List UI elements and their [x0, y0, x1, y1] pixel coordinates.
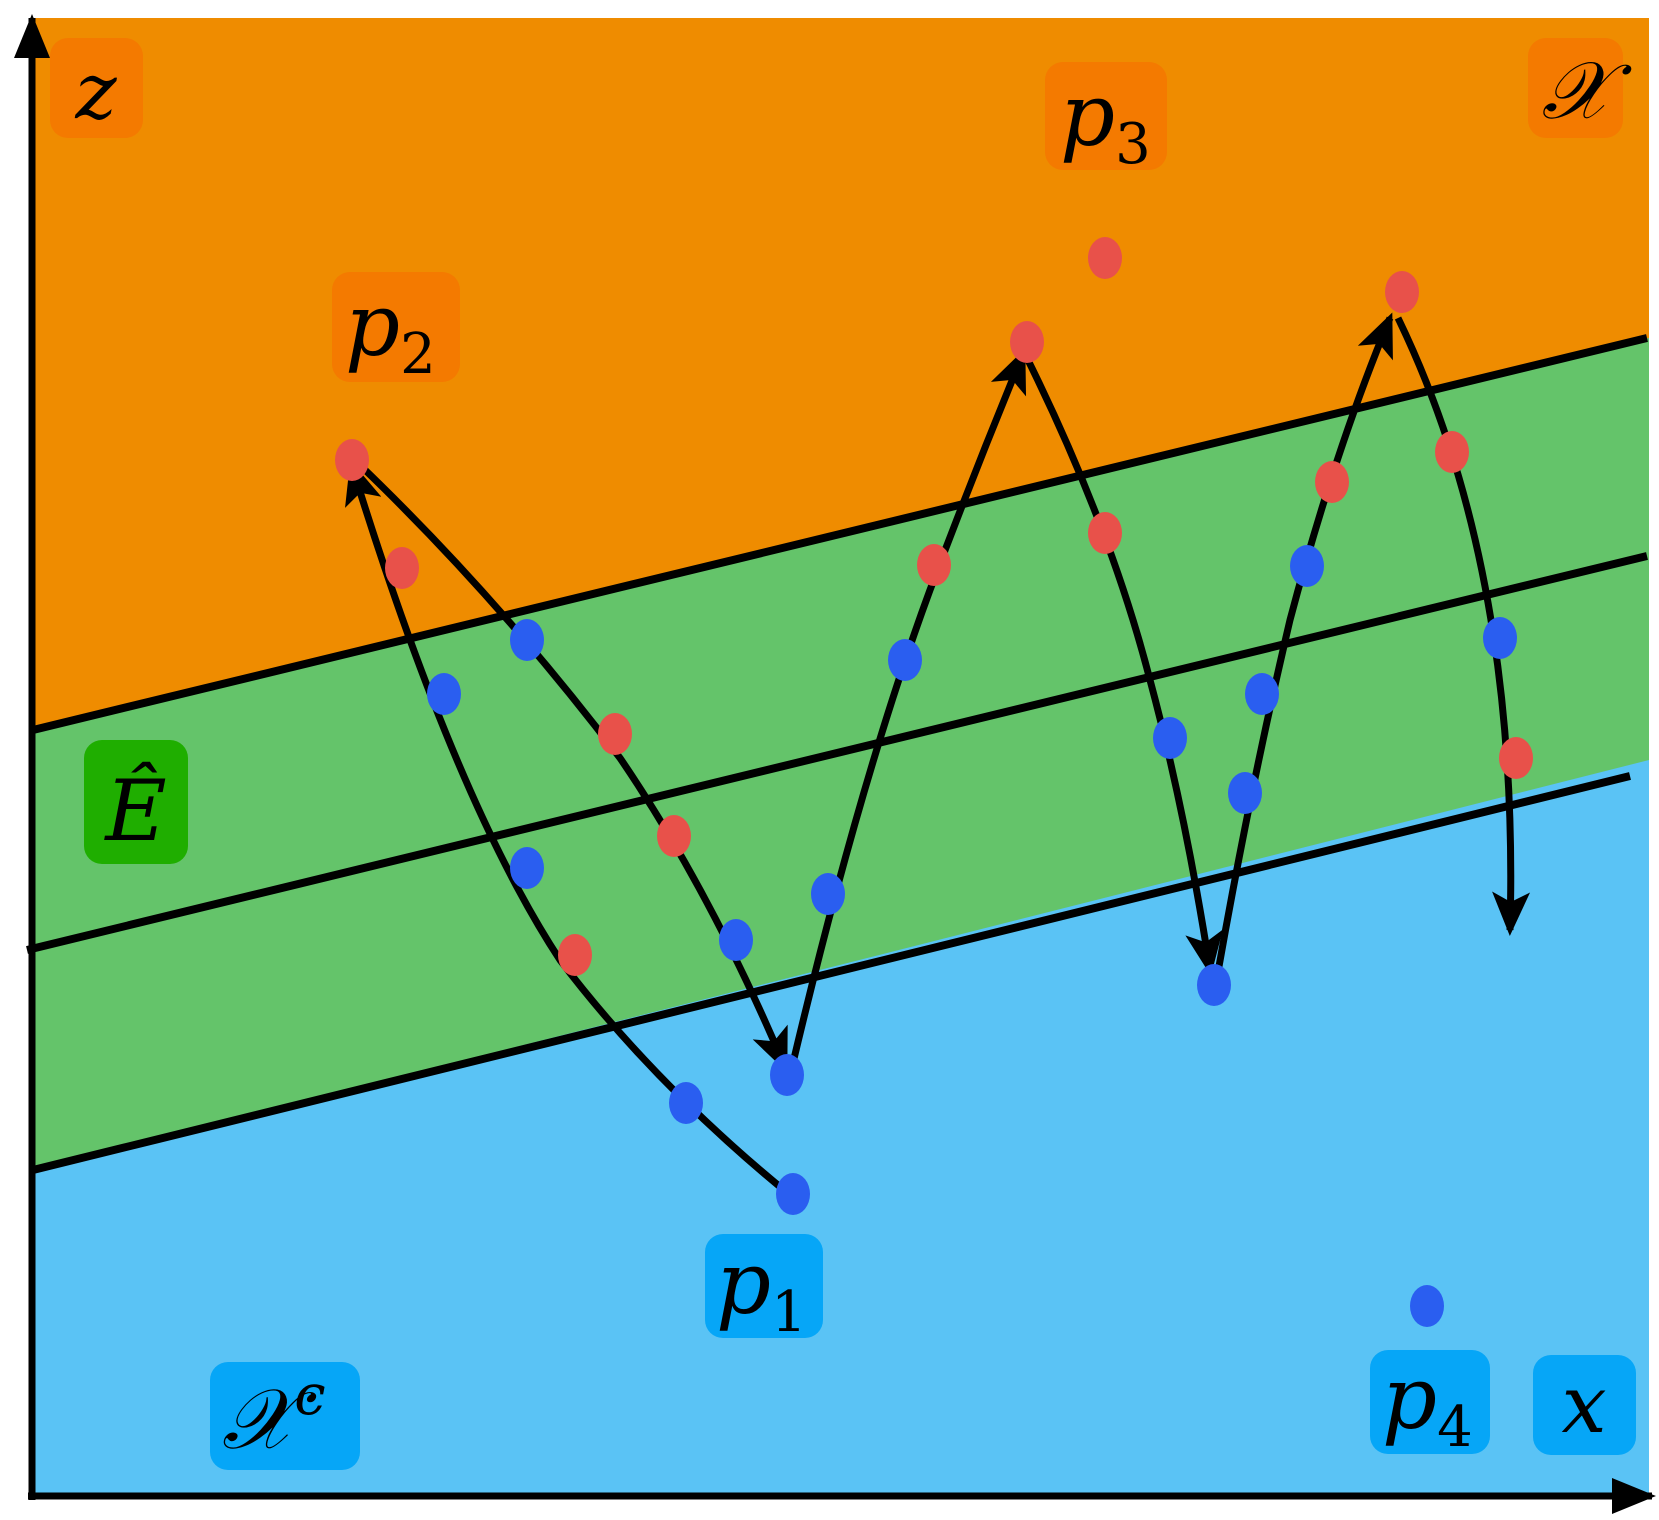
band-lines [26, 334, 1648, 1174]
red-point [1435, 431, 1469, 473]
blue-point [510, 847, 544, 889]
blue-point [888, 639, 922, 681]
blue-point [1245, 673, 1279, 715]
trajectory-up-to-peak-2 [1214, 312, 1394, 973]
band-upper-line [32, 334, 1648, 734]
blue-point [669, 1082, 703, 1124]
red-point-p3 [1088, 237, 1122, 279]
red-point [1499, 737, 1533, 779]
red-point [1010, 321, 1044, 363]
region-xc-tag: 𝒳c [210, 1362, 360, 1470]
orange-region-x [30, 18, 1649, 730]
trajectory-final-descent [1394, 316, 1531, 936]
red-point [917, 544, 951, 586]
red-point-p2 [335, 439, 369, 481]
band-e-hat-label: Ê [103, 762, 166, 860]
blue-point [770, 1054, 804, 1096]
red-point [657, 815, 691, 857]
band-lower-line [32, 772, 1631, 1174]
p1-label: p1 [716, 1234, 807, 1345]
p2-tag: p2 [332, 272, 460, 387]
band-e-hat-tag: Ê [84, 740, 188, 864]
blue-point [811, 873, 845, 915]
regions [30, 18, 1649, 1498]
trajectories [345, 312, 1531, 1198]
p3-label: p3 [1060, 66, 1151, 177]
red-point [1088, 512, 1122, 554]
trajectory-down-to-trough-2 [1021, 352, 1223, 976]
blue-point [510, 619, 544, 661]
x-axis-tag: x [1533, 1355, 1636, 1455]
blue-point [1197, 964, 1231, 1006]
blue-point [427, 673, 461, 715]
blue-point [1290, 545, 1324, 587]
p2-label: p2 [345, 276, 436, 387]
red-point [385, 547, 419, 589]
blue-point [1153, 717, 1187, 759]
red-point [1385, 271, 1419, 313]
p1-tag: p1 [705, 1234, 823, 1345]
blue-point [719, 919, 753, 961]
z-axis-label: z [74, 47, 117, 137]
blue-point-p4 [1410, 1285, 1444, 1327]
p4-tag: p4 [1370, 1349, 1490, 1460]
blue-points [427, 545, 1517, 1327]
blue-point [1483, 617, 1517, 659]
red-point [558, 934, 592, 976]
z-axis-tag: z [50, 38, 143, 138]
blue-point [1228, 772, 1262, 814]
red-point [1315, 461, 1349, 503]
p4-label: p4 [1382, 1349, 1473, 1460]
labels: z 𝒳 p3 p2 Ê p1 [50, 38, 1636, 1470]
trajectory-up-to-peak-1 [788, 348, 1027, 1068]
x-axis-label: x [1561, 1358, 1606, 1451]
axes [13, 14, 1656, 1514]
red-point [598, 713, 632, 755]
red-points [335, 237, 1533, 976]
region-x-tag: 𝒳 [1528, 38, 1633, 138]
band-middle-line [26, 552, 1648, 954]
blue-point-p1 [776, 1173, 810, 1215]
p3-tag: p3 [1045, 62, 1167, 177]
